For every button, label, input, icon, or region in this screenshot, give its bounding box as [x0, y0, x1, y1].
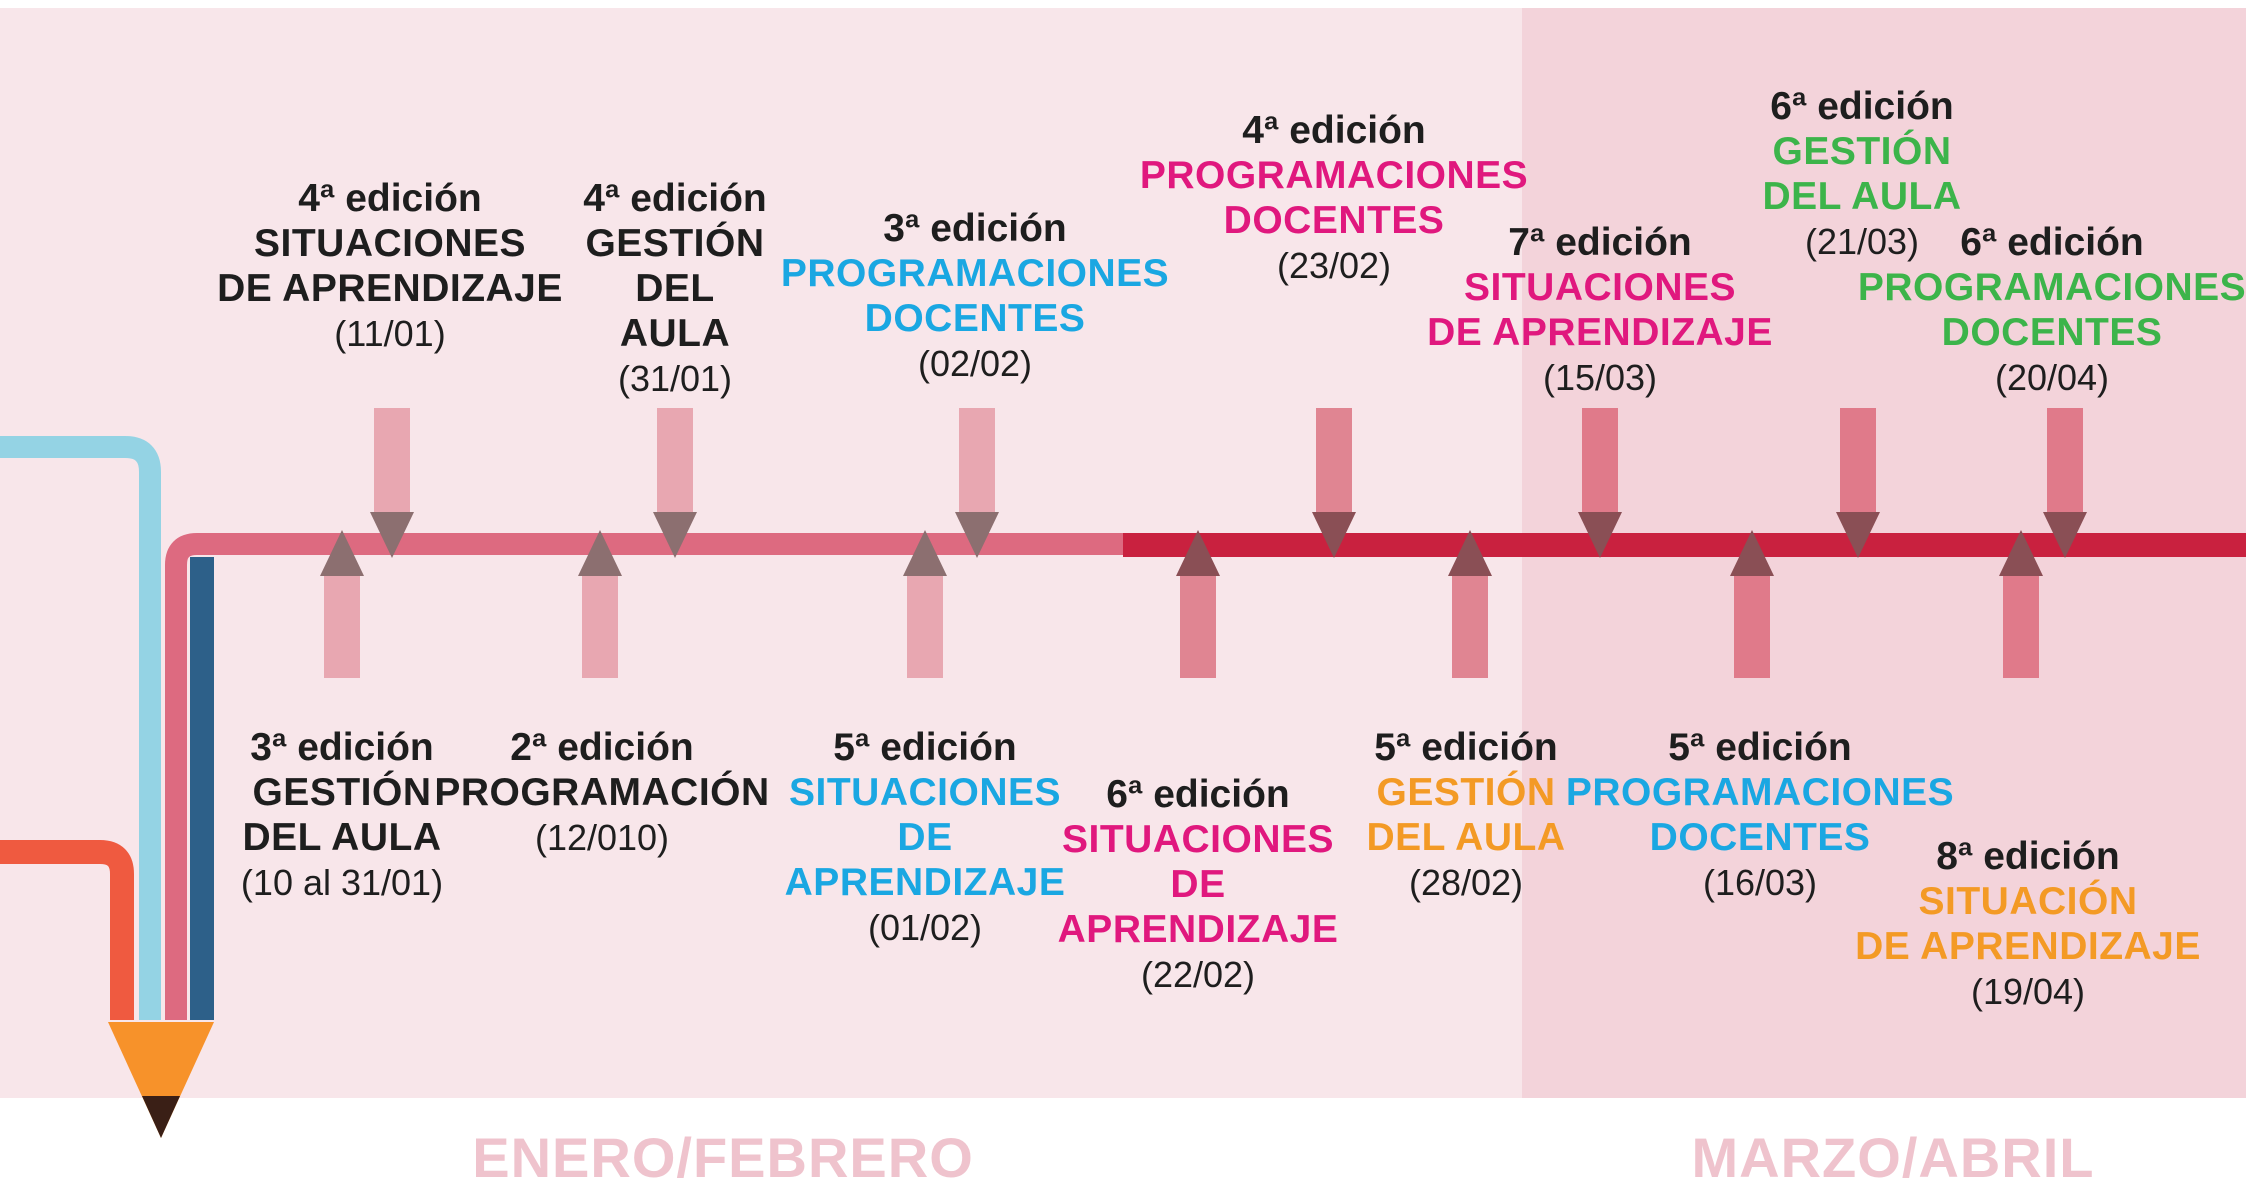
- event-date: (21/03): [1804, 221, 1920, 262]
- timeline-dark: [1123, 533, 2246, 557]
- event-bottom-2: 2ª edición PROGRAMACIÓN (12/010): [434, 725, 769, 860]
- event-title: SITUACIONES: [788, 771, 1062, 814]
- pencil-tip: [108, 1022, 214, 1138]
- event-title: DOCENTES: [1223, 199, 1445, 242]
- event-title: DEL AULA: [242, 816, 442, 859]
- event-date: (20/04): [1994, 357, 2110, 398]
- edition-label: 6ª edición: [1106, 773, 1290, 816]
- pencil-line-orange: [0, 840, 134, 1020]
- event-title: DE APRENDIZAJE: [1855, 925, 2201, 968]
- edition-label: 8ª edición: [1936, 835, 2120, 878]
- arrow-top-5: [1578, 408, 1622, 558]
- pencil-line-navy: [190, 557, 214, 1020]
- event-top-6: 6ª edición GESTIÓN DEL AULA (21/03): [1763, 84, 1962, 264]
- event-title: DOCENTES: [1941, 311, 2163, 354]
- event-title: GESTIÓN: [1772, 130, 1952, 173]
- pencil-lead: [142, 1096, 180, 1138]
- event-date: (01/02): [867, 907, 983, 948]
- event-title: PROGRAMACIONES: [1565, 771, 1955, 814]
- edition-label: 4ª edición: [583, 177, 767, 220]
- event-title: PROGRAMACIONES: [1139, 154, 1529, 197]
- edition-label: 3ª edición: [883, 207, 1067, 250]
- event-title: PROGRAMACIONES: [780, 252, 1170, 295]
- event-bottom-7: 8ª edición SITUACIÓN DE APRENDIZAJE (19/…: [1855, 834, 2201, 1014]
- event-date: (12/010): [534, 817, 670, 858]
- event-bottom-1: 3ª edición GESTIÓN DEL AULA (10 al 31/01…: [241, 725, 443, 905]
- event-title: GESTIÓN: [1376, 771, 1556, 814]
- event-date: (11/01): [334, 313, 446, 354]
- event-top-3: 3ª edición PROGRAMACIONES DOCENTES (02/0…: [781, 206, 1169, 386]
- event-bottom-3: 5ª edición SITUACIONES DE APRENDIZAJE (0…: [785, 725, 1066, 950]
- arrow-top-7: [2043, 408, 2087, 558]
- event-title: DEL: [635, 267, 715, 310]
- event-title: APRENDIZAJE: [784, 861, 1066, 904]
- arrow-bottom-6: [1730, 530, 1774, 678]
- arrow-top-6: [1836, 408, 1880, 558]
- event-date: (16/03): [1702, 862, 1818, 903]
- top-arrows: [370, 408, 2087, 558]
- edition-label: 5ª edición: [1374, 726, 1558, 769]
- event-title: DE APRENDIZAJE: [217, 267, 563, 310]
- pencil-line-blue: [0, 436, 161, 1020]
- event-title: GESTIÓN: [585, 222, 765, 265]
- event-date: (10 al 31/01): [240, 862, 444, 903]
- event-title: DE: [1170, 863, 1226, 906]
- arrow-bottom-7: [1999, 530, 2043, 678]
- timeline-light: [165, 533, 1123, 1020]
- event-date: (31/01): [617, 358, 733, 399]
- edition-label: 6ª edición: [1960, 221, 2144, 264]
- event-bottom-5: 5ª edición GESTIÓN DEL AULA (28/02): [1367, 725, 1566, 905]
- edition-label: 5ª edición: [833, 726, 1017, 769]
- arrow-top-3: [955, 408, 999, 558]
- edition-label: 2ª edición: [510, 726, 694, 769]
- event-date: (02/02): [917, 343, 1033, 384]
- edition-label: 5ª edición: [1668, 726, 1852, 769]
- edition-label: 6ª edición: [1770, 85, 1954, 128]
- edition-label: 4ª edición: [298, 177, 482, 220]
- arrow-top-4: [1312, 408, 1356, 558]
- arrow-bottom-1: [320, 530, 364, 678]
- event-top-1: 4ª edición SITUACIONES DE APRENDIZAJE (1…: [217, 176, 563, 356]
- event-title: DEL AULA: [1366, 816, 1566, 859]
- arrow-bottom-5: [1448, 530, 1492, 678]
- edition-label: 3ª edición: [250, 726, 434, 769]
- event-date: (15/03): [1542, 357, 1658, 398]
- event-title: DEL AULA: [1762, 175, 1962, 218]
- event-title: DE: [897, 816, 953, 859]
- bottom-arrows: [320, 530, 2043, 678]
- arrow-bottom-3: [903, 530, 947, 678]
- event-title: SITUACIONES: [1061, 818, 1335, 861]
- event-top-7: 6ª edición PROGRAMACIONES DOCENTES (20/0…: [1858, 220, 2246, 400]
- event-title: APRENDIZAJE: [1057, 908, 1339, 951]
- event-bottom-6: 5ª edición PROGRAMACIONES DOCENTES (16/0…: [1566, 725, 1954, 905]
- event-top-5: 7ª edición SITUACIONES DE APRENDIZAJE (1…: [1427, 220, 1773, 400]
- event-date: (28/02): [1408, 862, 1524, 903]
- event-date: (23/02): [1276, 245, 1392, 286]
- edition-label: 7ª edición: [1508, 221, 1692, 264]
- event-date: (19/04): [1970, 971, 2086, 1012]
- event-title: DOCENTES: [864, 297, 1086, 340]
- event-date: (22/02): [1140, 954, 1256, 995]
- event-title: DE APRENDIZAJE: [1427, 311, 1773, 354]
- event-title: AULA: [619, 312, 731, 355]
- arrow-top-1: [370, 408, 414, 558]
- event-bottom-4: 6ª edición SITUACIONES DE APRENDIZAJE (2…: [1058, 772, 1339, 997]
- event-top-2: 4ª edición GESTIÓN DEL AULA (31/01): [583, 176, 766, 401]
- event-title: GESTIÓN: [252, 771, 432, 814]
- event-title: DOCENTES: [1649, 816, 1871, 859]
- event-title: SITUACIÓN: [1918, 880, 2138, 923]
- arrow-bottom-4: [1176, 530, 1220, 678]
- event-title: PROGRAMACIÓN: [434, 771, 770, 814]
- event-title: SITUACIONES: [1463, 266, 1737, 309]
- month-label-mar-apr: MARZO/ABRIL: [1691, 1126, 2095, 1189]
- arrow-bottom-2: [578, 530, 622, 678]
- arrow-top-2: [653, 408, 697, 558]
- event-title: PROGRAMACIONES: [1857, 266, 2246, 309]
- month-label-jan-feb: ENERO/FEBRERO: [472, 1126, 974, 1189]
- edition-label: 4ª edición: [1242, 109, 1426, 152]
- event-top-4: 4ª edición PROGRAMACIONES DOCENTES (23/0…: [1140, 108, 1528, 288]
- event-title: SITUACIONES: [253, 222, 527, 265]
